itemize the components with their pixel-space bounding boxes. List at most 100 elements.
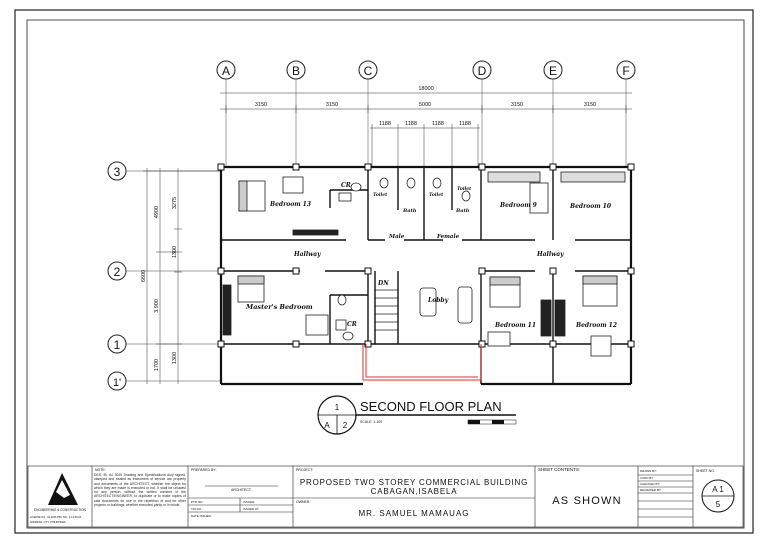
furniture [222,171,626,357]
inner-border [26,19,745,529]
svg-text:PTR NO.:: PTR NO.: [191,500,204,504]
svg-text:ISSUED AT:: ISSUED AT: [243,507,259,511]
svg-text:2: 2 [343,421,348,430]
svg-text:TIN NO.:: TIN NO.: [191,507,203,511]
svg-text:REVIEWED BY:: REVIEWED BY: [640,488,662,492]
outer-border [14,9,754,534]
owner-name: MR. SAMUEL MAMAUAG [358,509,469,518]
label-cr2: CR [347,321,357,328]
label-male: Male [388,234,405,240]
grid-col-e: E [543,60,563,168]
svg-text:CADD BY:: CADD BY: [640,476,654,480]
dimension-top-row: 3150 3150 5000 3150 3150 [220,102,632,113]
svg-text:3150: 3150 [511,102,523,108]
drawing-title: SECOND FLOOR PLAN [360,399,502,414]
dimension-left: 6600 4900 3.900 1700 3275 1300 1300 [141,168,222,384]
svg-text:1: 1 [114,338,121,352]
svg-text:B: B [292,64,300,78]
dimension-overall: 18000 [220,86,632,94]
label-bedroom13: Bedroom 13 [269,201,311,208]
grid-col-f: F [616,60,636,168]
svg-text:D: D [478,64,487,78]
sheet-no-label: SHEET NO. [696,469,715,473]
project-title: PROPOSED TWO STOREY COMMERCIAL BUILDING [300,478,528,487]
svg-text:A: A [222,64,230,78]
svg-text:1188: 1188 [459,121,471,127]
note-label: NOTE: [95,468,106,472]
company-logo: ENGINEERING & CONSTRUCTION LICENSE NO.: … [30,473,87,524]
label-toilet3: Toilet [457,186,472,192]
svg-text:4900: 4900 [154,206,160,218]
grid-row-1-prime: 1' [107,371,222,391]
structural-columns [217,163,635,348]
svg-text:1: 1 [335,403,340,412]
project-location: CABAGAN,ISABELA [371,487,458,496]
sheet-contents: AS SHOWN [552,495,622,507]
label-stair-dn: DN [377,280,389,287]
svg-text:1188: 1188 [432,121,444,127]
label-bath2: Bath [455,208,470,214]
svg-text:ISSUED:: ISSUED: [243,500,255,504]
svg-text:5: 5 [716,500,721,509]
svg-text:3150: 3150 [584,102,596,108]
svg-text:1300: 1300 [172,246,178,258]
dimension-toilets: 1188 1188 1188 1188 [370,121,480,168]
interior-walls [221,167,631,384]
label-bedroom11: Bedroom 11 [494,322,536,329]
svg-text:C: C [364,64,373,78]
svg-text:A: A [324,421,330,430]
svg-text:ENGINEERING & CONSTRUCTION: ENGINEERING & CONSTRUCTION [34,508,87,512]
svg-text:1188: 1188 [379,121,391,127]
svg-text:LICENSE NO.: 04-0045 PRC NO.: LICENSE NO.: 04-0045 PRC NO.: 1-14-06-04 [30,516,82,519]
svg-text:18000: 18000 [418,86,433,92]
svg-text:DATE ISSUED:: DATE ISSUED: [191,514,212,518]
svg-text:1': 1' [113,377,121,389]
svg-text:2: 2 [114,265,121,279]
label-bedroom10: Bedroom 10 [569,203,612,210]
label-cr1: CR [341,182,351,189]
note-body: DES. IB. 64 3045 Drawing and Specificati… [94,473,186,507]
drawing-scale: SCALE: 1:100 [360,420,382,424]
owner-label: OWNER: [296,500,310,504]
label-bedroom12: Bedroom 12 [575,322,617,329]
drawing-title-block: 1 A 2 SECOND FLOOR PLAN SCALE: 1:100 [317,395,517,435]
svg-text:A 1: A 1 [712,485,724,494]
svg-text:DRAWN BY:: DRAWN BY: [640,469,657,473]
label-masters-bedroom: Master's Bedroom [245,303,313,311]
grid-col-b: B [286,60,306,168]
svg-text:3150: 3150 [255,102,267,108]
prepared-by-label: PREPARED BY: [191,468,216,472]
grid-col-a: A [216,60,236,168]
red-roof-line [362,344,482,381]
sheet-contents-label: SHEET CONTENTS: [538,467,580,472]
prepared-by-role: ARCHITECT [231,488,252,492]
svg-text:F: F [622,64,629,78]
grid-row-1: 1 [107,334,222,354]
label-female: Female [436,234,460,240]
svg-text:3: 3 [114,165,121,179]
label-lobby: Lobby [427,297,449,304]
svg-text:1188: 1188 [405,121,417,127]
svg-text:5000: 5000 [419,102,431,108]
svg-text:CHECKED BY:: CHECKED BY: [640,482,660,486]
label-bath1: Bath [402,208,417,214]
title-block [27,465,744,528]
svg-text:3.900: 3.900 [154,299,160,313]
grid-col-d: D [472,60,492,168]
grid-col-c: C [358,60,378,168]
exterior-walls [219,165,633,386]
svg-text:E: E [549,64,557,78]
label-toilet2: Toilet [429,192,444,198]
sheet-number-bubble: A 1 5 [701,479,735,513]
grid-row-2: 2 [107,261,222,281]
svg-text:3275: 3275 [172,197,178,209]
svg-text:6600: 6600 [141,270,147,282]
svg-text:1700: 1700 [154,359,160,371]
label-hallway2: Hallway [536,251,564,258]
label-toilet1: Toilet [373,192,388,198]
label-bedroom9: Bedroom 9 [499,202,538,209]
svg-text:ADDRESS: CITY, PHILIPPINES: ADDRESS: CITY, PHILIPPINES [30,521,66,524]
label-hallway1: Hallway [293,251,321,258]
